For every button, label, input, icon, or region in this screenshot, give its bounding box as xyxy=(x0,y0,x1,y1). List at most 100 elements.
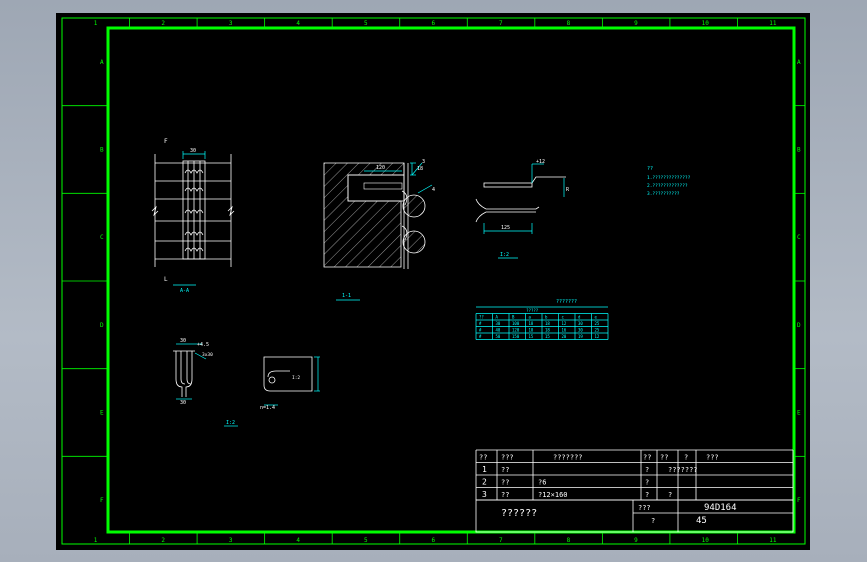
zone-row-right-D: D xyxy=(797,322,801,329)
title-block-header-0: ?? xyxy=(479,454,487,462)
zone-row-left-B: B xyxy=(100,147,104,154)
leader-3: 3 xyxy=(422,159,425,165)
title-block-header-5: ? xyxy=(684,454,688,462)
view-spring-detail xyxy=(173,350,195,397)
zone-col-bottom-8: 8 xyxy=(567,537,571,544)
zone-col-top-10: 10 xyxy=(702,20,710,27)
title-block-header-4: ?? xyxy=(660,454,668,462)
view-spring-label: I:2 xyxy=(226,420,235,426)
zone-col-bottom-7: 7 xyxy=(499,537,503,544)
zone-col-top-3: 3 xyxy=(229,20,233,27)
param-subheader: ????? xyxy=(526,308,539,313)
param-cell: 18 xyxy=(545,321,550,326)
view-bracket-dims xyxy=(264,356,320,406)
dim-120: 120 xyxy=(376,165,385,171)
zone-row-right-F: F xyxy=(797,497,801,504)
zone-row-left-A: A xyxy=(100,59,104,66)
view-bracket-detail xyxy=(263,356,313,392)
zone-row-left-F: F xyxy=(100,497,104,504)
title-block-header-1: ??? xyxy=(501,454,514,462)
title-block-header-2: ??????? xyxy=(553,454,583,462)
param-cell: 19 xyxy=(578,334,583,339)
zone-row-left-C: C xyxy=(100,234,104,241)
parts-row-no: 3 xyxy=(482,490,487,499)
parts-row-note: ? xyxy=(668,491,672,499)
dim-plus12: +12 xyxy=(536,159,545,165)
leader-4: 4 xyxy=(432,187,435,193)
page-label: ? xyxy=(651,517,655,525)
param-row-key: # xyxy=(479,321,482,326)
view-1-1 xyxy=(323,162,426,269)
zone-row-right-E: E xyxy=(797,410,801,417)
parts-row-name: ?12×160 xyxy=(538,491,568,499)
param-cell: 40 xyxy=(496,328,501,333)
param-cell: 150 xyxy=(512,334,520,339)
notes-title: ?? xyxy=(647,166,653,172)
zone-col-bottom-2: 2 xyxy=(161,537,165,544)
param-cell: 15 xyxy=(529,334,534,339)
small-dim-30a: 30 xyxy=(180,338,186,344)
zone-col-bottom-9: 9 xyxy=(634,537,638,544)
drawing-no: 94D164 xyxy=(704,503,737,513)
param-header-3: a xyxy=(529,315,532,320)
param-header-0: ?? xyxy=(479,315,484,320)
param-cell: 30 xyxy=(578,321,583,326)
small-dim-45: +4.5 xyxy=(197,342,209,348)
view-clip-label: I:2 xyxy=(500,252,509,258)
zone-col-bottom-5: 5 xyxy=(364,537,368,544)
param-cell: 120 xyxy=(512,328,520,333)
notes-block: ?? 1.?????????????? 2.????????????? 3.??… xyxy=(647,166,691,197)
parts-row-code: ?? xyxy=(501,466,509,474)
parts-row-code: ?? xyxy=(501,479,509,487)
parts-row-code: ?? xyxy=(501,491,509,499)
zone-row-right-A: A xyxy=(797,59,801,66)
param-header-6: d xyxy=(578,315,581,320)
param-header-4: b xyxy=(545,315,548,320)
zone-col-top-1: 1 xyxy=(94,20,98,27)
drawing-name: ?????? xyxy=(501,508,537,519)
zone-col-top-6: 6 xyxy=(432,20,436,27)
param-cell: 25 xyxy=(595,328,600,333)
dim-18: 18 xyxy=(417,166,423,172)
view-bracket-label: I:2 xyxy=(292,375,300,381)
view-a-a-label: A-A xyxy=(180,288,189,294)
zone-row-right-B: B xyxy=(797,147,801,154)
param-cell: 20 xyxy=(562,334,567,339)
note-line-3: 3.?????????? xyxy=(647,191,680,197)
view-a-a-dims xyxy=(173,151,206,286)
dim-r: R xyxy=(566,187,570,193)
view-a-a-width-dim: 30 xyxy=(190,148,196,154)
param-cell: 18 xyxy=(545,328,550,333)
view-1-1-label: 1-1 xyxy=(342,293,351,299)
view-1-1-dims xyxy=(336,162,433,301)
drawing-no-label: ??? xyxy=(638,504,651,512)
small-dim-pattern: 3x30 xyxy=(202,352,213,358)
zone-col-bottom-1: 1 xyxy=(94,537,98,544)
zone-col-top-7: 7 xyxy=(499,20,503,27)
param-cell: 100 xyxy=(512,321,520,326)
parts-row-name: ?6 xyxy=(538,479,546,487)
param-cell: 16 xyxy=(562,328,567,333)
zone-col-top-11: 11 xyxy=(769,20,777,27)
view-clip-dims xyxy=(483,163,565,259)
zone-col-top-4: 4 xyxy=(296,20,300,27)
zone-col-bottom-11: 11 xyxy=(769,537,777,544)
param-cell: 30 xyxy=(578,328,583,333)
zone-col-top-8: 8 xyxy=(567,20,571,27)
zone-row-right-C: C xyxy=(797,234,801,241)
param-cell: 15 xyxy=(545,334,550,339)
note-line-2: 2.????????????? xyxy=(647,183,688,189)
view-clip-detail xyxy=(475,176,566,223)
param-header-5: c xyxy=(562,315,565,320)
small-dim-30b: 30 xyxy=(180,400,186,406)
title-block: ????????????????????1??????????2???6?3??… xyxy=(475,449,794,533)
parts-row-qty: ? xyxy=(645,491,649,499)
section-mark-bottom: L xyxy=(164,276,168,283)
param-cell: 30 xyxy=(496,321,501,326)
section-mark-top: F xyxy=(164,138,168,145)
zone-col-top-5: 5 xyxy=(364,20,368,27)
